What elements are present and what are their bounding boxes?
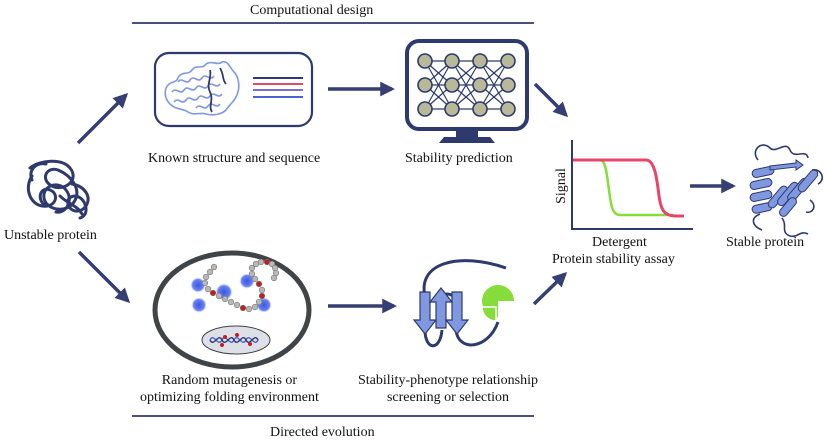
phenotype-label-line2: screening or selection — [386, 390, 510, 405]
residue-bead — [258, 286, 266, 294]
mutation-bead — [255, 280, 263, 288]
stability-prediction-label: Stability prediction — [405, 151, 513, 166]
nn-node — [500, 101, 516, 117]
stable-curve — [573, 158, 684, 218]
peptide-bead-chain — [201, 258, 280, 313]
mutation-bead — [258, 292, 266, 300]
mutagenesis-label-line1: Random mutagenesis or — [161, 373, 298, 388]
phenotype-label-line1: Stability-phenotype relationship — [358, 373, 539, 388]
residue-bead — [233, 301, 241, 309]
nn-node — [472, 53, 488, 69]
nn-edge — [479, 60, 509, 110]
residue-bead — [227, 298, 235, 306]
residue-bead — [245, 305, 253, 313]
residue-bead — [248, 264, 256, 272]
nn-node — [472, 101, 488, 117]
residue-bead — [204, 285, 212, 293]
residue-bead — [201, 279, 209, 287]
blue-particle — [190, 277, 206, 293]
stability-assay-chart — [571, 140, 693, 230]
nn-node — [444, 101, 460, 117]
arrow-to-computational — [76, 92, 129, 145]
blue-particle — [191, 297, 207, 313]
mutation-bead — [239, 304, 247, 312]
mutagenesis-label-line2: optimizing folding environment — [140, 390, 319, 405]
beta-sheet-binding-icon — [412, 259, 514, 348]
computational-design-title: Computational design — [250, 3, 374, 18]
mutagenesis-label: Random mutagenesis or optimizing folding… — [140, 372, 319, 406]
nn-node — [472, 77, 488, 93]
nn-node — [444, 77, 460, 93]
residue-bead — [257, 258, 265, 266]
nn-node — [444, 53, 460, 69]
arrow-to-directed-evolution — [77, 250, 131, 304]
known-structure-label: Known structure and sequence — [148, 151, 321, 166]
residue-bead — [270, 274, 278, 282]
cell-mutagenesis-icon — [152, 250, 312, 370]
directed-evolution-title: Directed evolution — [270, 425, 375, 440]
residue-bead — [202, 273, 210, 281]
nn-edge — [451, 60, 481, 110]
neural-network-monitor-icon — [405, 39, 529, 143]
blue-particle — [239, 273, 255, 289]
nucleus-dna-icon — [201, 325, 271, 355]
unstable-protein-label: Unstable protein — [4, 228, 97, 243]
arrow-to-assay — [533, 82, 569, 118]
residue-bead — [215, 292, 223, 300]
residue-bead — [210, 263, 218, 271]
stable-protein-label: Stable protein — [726, 235, 805, 250]
residue-bead — [255, 298, 263, 306]
assay-title: Protein stability assay — [552, 252, 675, 267]
nn-node — [417, 53, 433, 69]
residue-bead — [251, 275, 259, 283]
stable-protein-icon — [749, 144, 824, 238]
unstable-protein-icon — [26, 159, 90, 220]
nn-node — [500, 53, 516, 69]
protein-structure-icon — [164, 60, 240, 116]
assay-ylabel: Signal — [554, 168, 569, 204]
nn-node — [417, 77, 433, 93]
nn-node — [417, 101, 433, 117]
nn-node — [500, 77, 516, 93]
dark-helix-detail — [207, 67, 227, 113]
residue-bead — [221, 295, 229, 303]
assay-xlabel: Detergent — [592, 235, 647, 250]
nn-edge — [424, 60, 453, 110]
arrow-phenotype-to-assay — [532, 271, 568, 306]
residue-bead — [248, 270, 256, 278]
ligand-wedge — [481, 306, 497, 322]
mutation-bead — [209, 289, 217, 297]
unstable-curve — [573, 158, 673, 217]
structure-sequence-box — [153, 51, 314, 128]
residue-bead — [206, 268, 214, 276]
residue-bead — [251, 303, 259, 311]
residue-bead — [271, 264, 279, 272]
phenotype-label: Stability-phenotype relationship screeni… — [358, 372, 538, 406]
